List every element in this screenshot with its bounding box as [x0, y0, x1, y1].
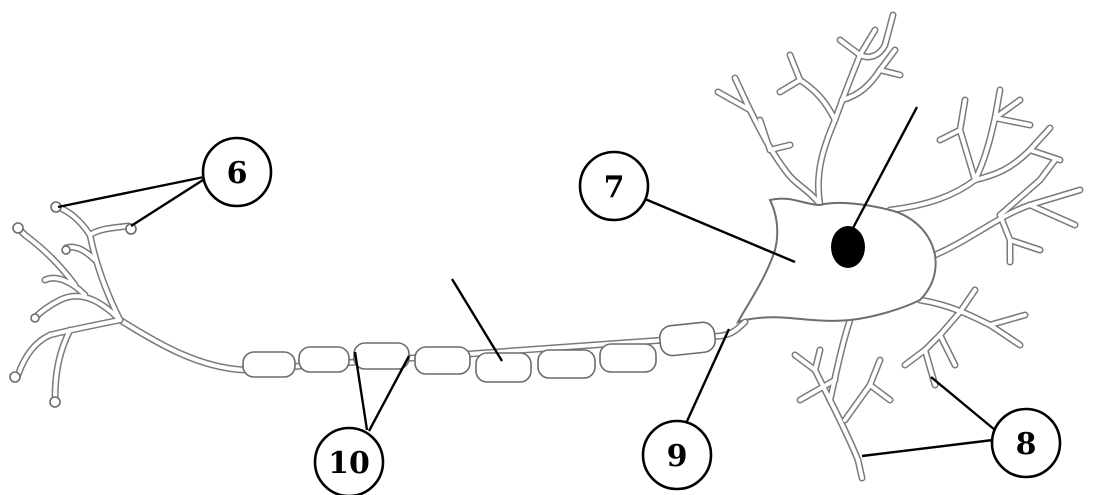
- axon: [116, 316, 749, 374]
- label-6-text: 6: [227, 156, 248, 191]
- label-8: 8: [990, 407, 1062, 479]
- dendrites: [714, 11, 1084, 482]
- label-8-text: 8: [1016, 427, 1037, 462]
- label-6: 6: [201, 136, 273, 208]
- label-7: 7: [578, 150, 650, 222]
- label-10-text: 10: [328, 446, 370, 481]
- label-9-text: 9: [667, 439, 688, 474]
- label-9: 9: [641, 419, 713, 491]
- nucleus: [831, 226, 865, 268]
- label-7-text: 7: [604, 170, 625, 205]
- leader-lines: [57, 106, 996, 458]
- label-10: 10: [313, 426, 385, 495]
- axon-terminals: [9, 201, 137, 408]
- myelin-sheath: [242, 321, 717, 383]
